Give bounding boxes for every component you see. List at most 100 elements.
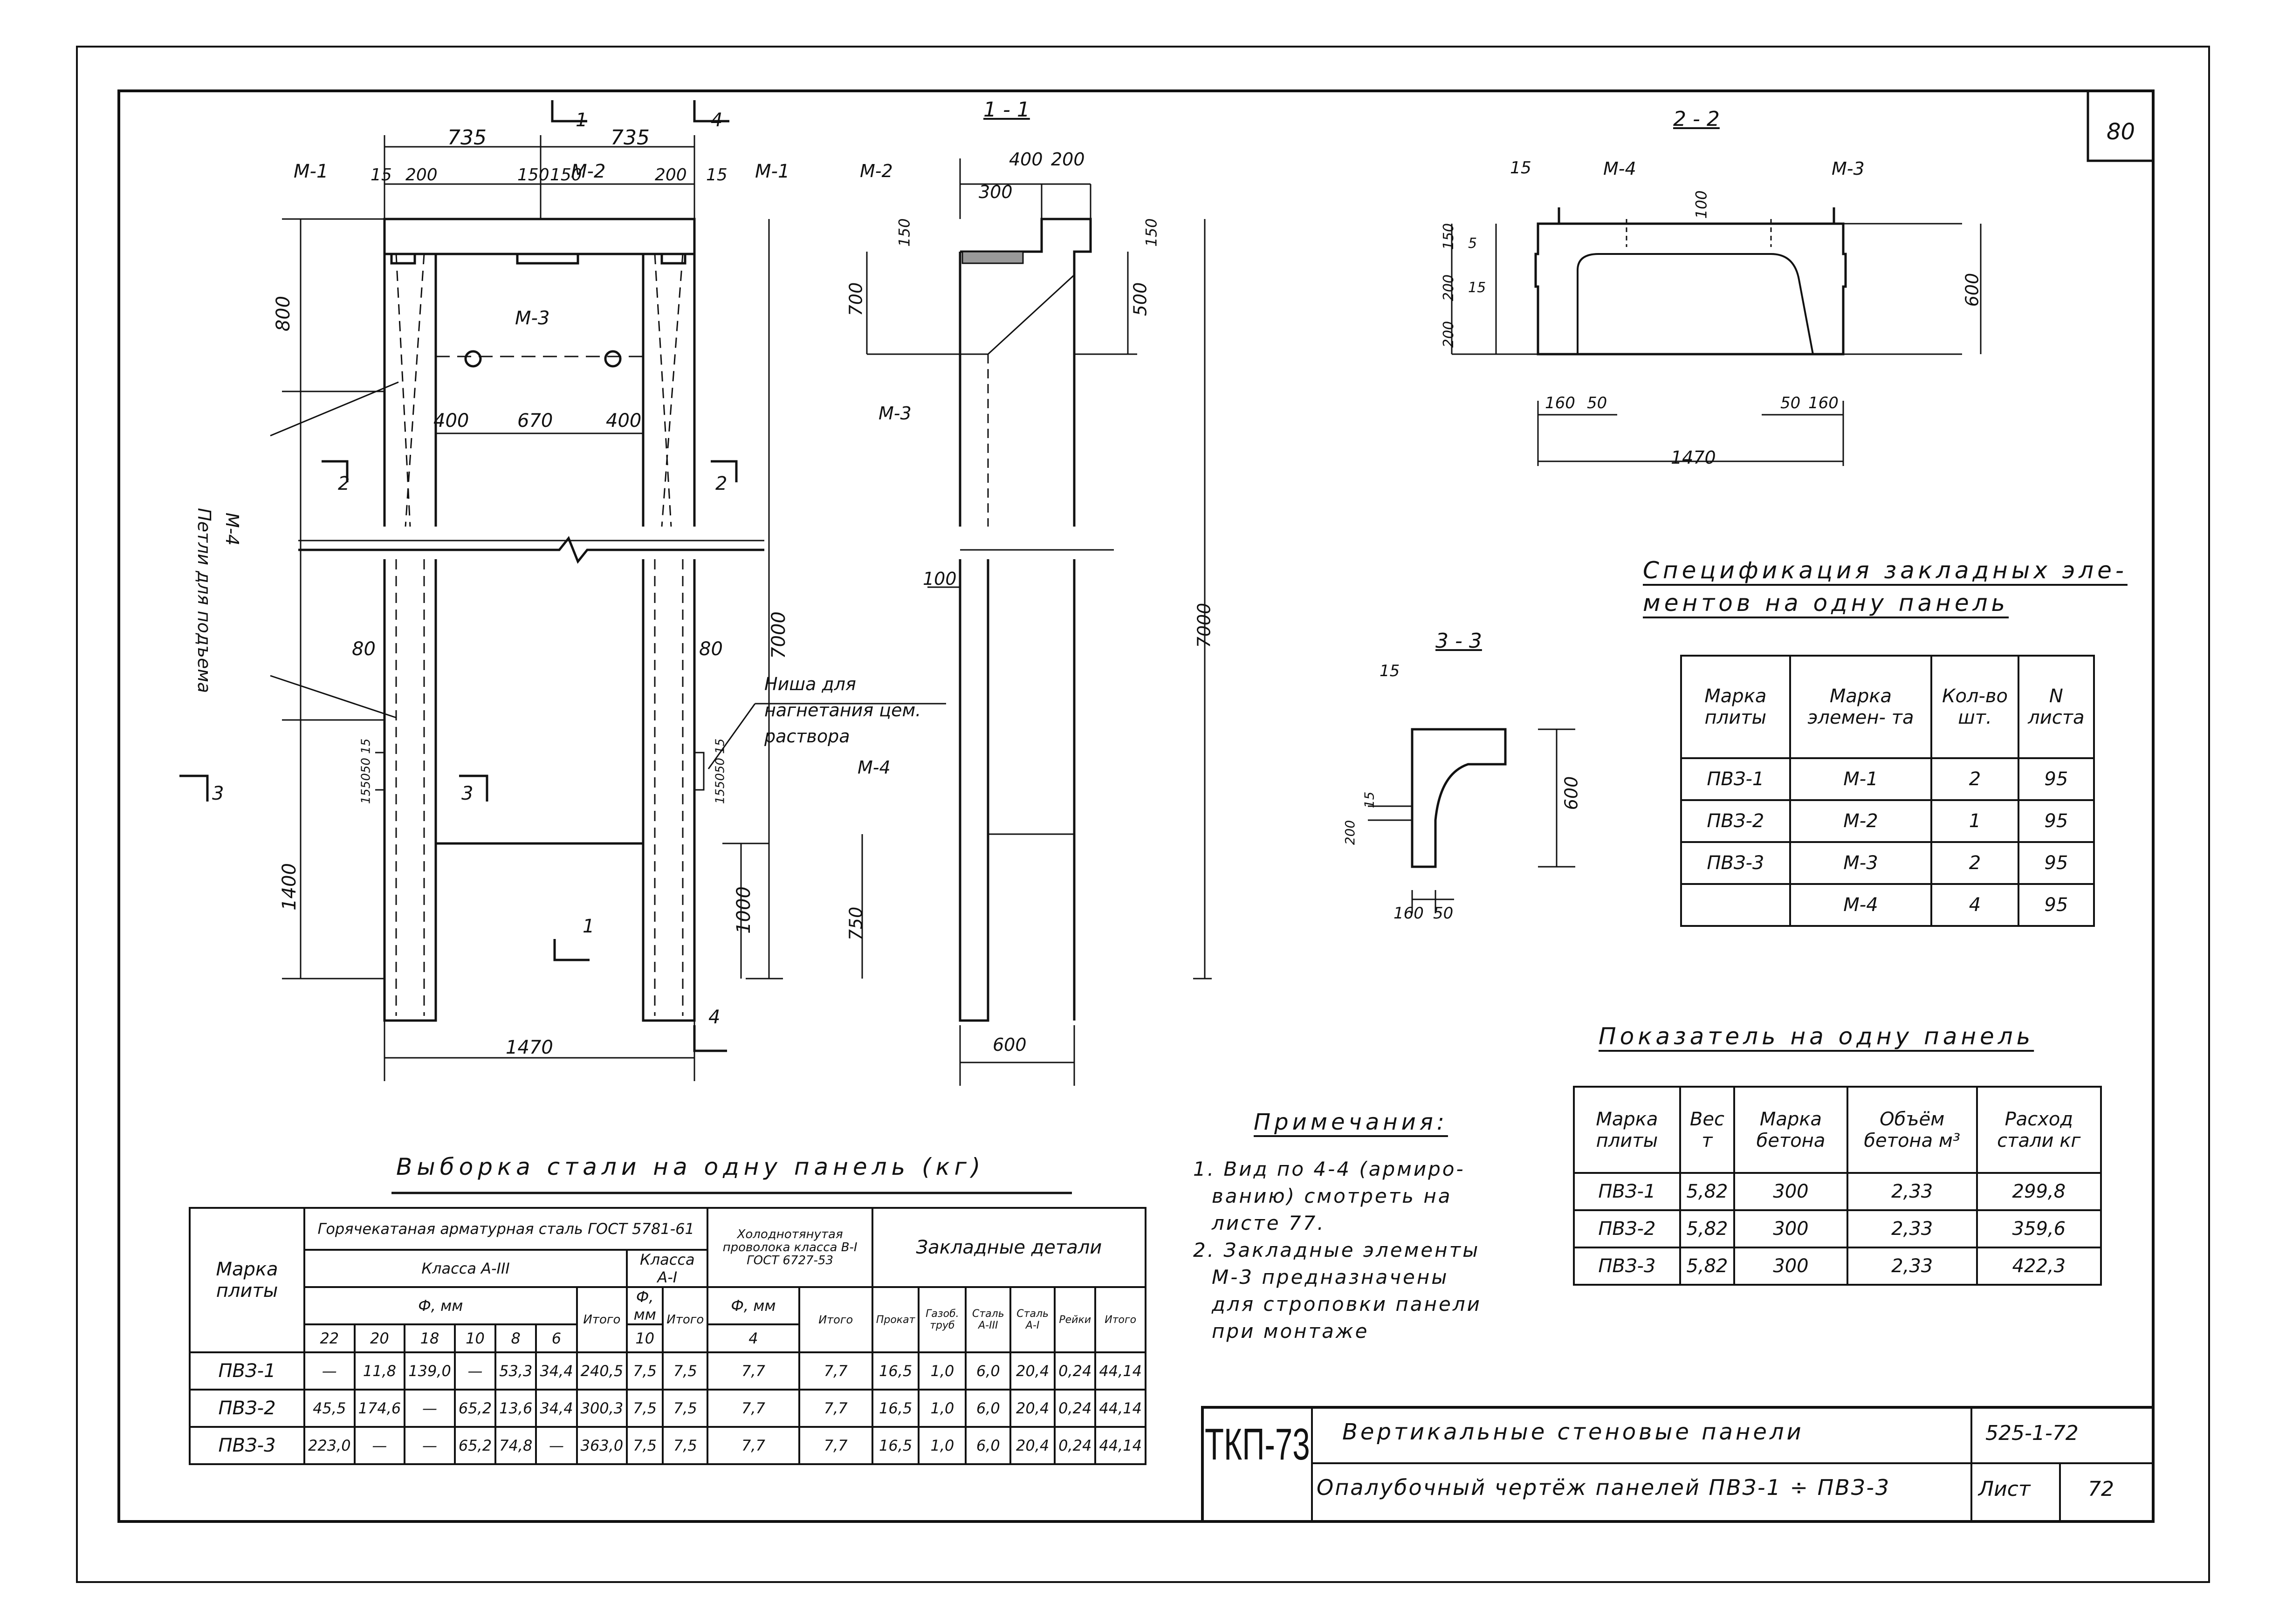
cell: 65,2 [453, 1426, 497, 1465]
ind-h-mark: Марка плиты [1573, 1086, 1681, 1174]
dim-7000: 7000 [768, 611, 789, 659]
steel-h-emb-4: Рейки [1054, 1286, 1097, 1353]
cut-2-left: 2 [338, 473, 350, 494]
cell: 300 [1733, 1247, 1848, 1286]
cell: 0,24 [1054, 1426, 1097, 1465]
steel-d-b1: 4 [707, 1323, 800, 1353]
cell: 1,0 [918, 1351, 967, 1391]
cell: 95 [2017, 883, 2095, 927]
cell: 299,8 [1976, 1172, 2102, 1211]
cell: 16,5 [871, 1426, 920, 1465]
cell: 240,5 [576, 1351, 628, 1391]
dim-800: 800 [273, 295, 295, 332]
dim-400b: 400 [606, 410, 642, 432]
stamp-code: ТКП-73 [1205, 1419, 1310, 1469]
cut-4-bottom: 4 [708, 1007, 721, 1028]
cell: 53,3 [494, 1351, 537, 1391]
cell: 44,14 [1094, 1351, 1146, 1391]
steel-d6: 6 [535, 1323, 578, 1353]
steel-h-emb-1: Газоб. труб [918, 1286, 967, 1353]
s11-dim-600: 600 [993, 1035, 1027, 1055]
dim-niche-right: 155050 15 [713, 738, 728, 804]
s33-dim-200: 200 [1342, 820, 1358, 845]
lift-loops-label: Петли для подъема [194, 508, 214, 693]
section-1-1-title: 1 - 1 [983, 98, 1030, 122]
steel-table: Марка плиты Горячекатаная арматурная ста… [189, 1207, 1147, 1465]
cell: ПВЗ-1 [1573, 1172, 1681, 1211]
s11-mark-m2: М-2 [860, 161, 893, 181]
note-line: 2. Закладные элементы [1193, 1239, 1480, 1261]
cell: 300 [1733, 1209, 1848, 1248]
cell: 34,4 [535, 1351, 578, 1391]
cell: 44,14 [1094, 1389, 1146, 1428]
cell: 0,24 [1054, 1389, 1097, 1428]
s11-dim-150b: 150 [1142, 218, 1160, 247]
steel-h-tot2: Итого [662, 1286, 709, 1353]
cell: 16,5 [871, 1389, 920, 1428]
cell: 7,7 [798, 1389, 873, 1428]
sheet-number: 80 [2107, 119, 2135, 145]
cell: 6,0 [965, 1389, 1012, 1428]
s22-dim-150: 150 [1441, 223, 1457, 250]
s22-dim-160a: 160 [1545, 394, 1575, 412]
note-line: для строповки панели [1212, 1293, 1482, 1316]
spec-h-elem: Марка элемен- та [1789, 655, 1933, 759]
stamp-sheet-no: 72 [2088, 1477, 2114, 1501]
steel-h-tot1: Итого [576, 1286, 628, 1353]
s11-dim-400: 400 [1009, 149, 1043, 170]
s11-dim-700: 700 [845, 282, 866, 316]
spec-title-line2: ментов на одну панель [1643, 589, 2009, 617]
cell: 363,0 [576, 1426, 628, 1465]
s22-dim-200a: 200 [1441, 274, 1457, 302]
dim-400a: 400 [433, 410, 469, 432]
cell: — [303, 1351, 356, 1391]
cell: 13,6 [494, 1389, 537, 1428]
dim-15a: 15 [371, 165, 392, 185]
mark-m3: М-3 [515, 308, 550, 329]
cell: ПВЗ-2 [1573, 1209, 1681, 1248]
note-line: ванию) смотреть на [1212, 1185, 1452, 1207]
steel-h-emb-2: Сталь А-III [965, 1286, 1012, 1353]
s33-dim-160: 160 [1393, 904, 1424, 923]
cell: М-2 [1789, 799, 1933, 843]
cut-1-bottom: 1 [583, 916, 595, 937]
indicators-title: Показатель на одну панель [1599, 1023, 2034, 1050]
cell: 2 [1930, 757, 2019, 801]
s11-dim-200: 200 [1051, 149, 1085, 170]
cell: 95 [2017, 799, 2095, 843]
stamp-sheet-label: Лист [1978, 1477, 2031, 1501]
cell: 7,5 [662, 1389, 709, 1428]
cell: — [453, 1351, 497, 1391]
cell: — [353, 1426, 406, 1465]
steel-d20: 20 [353, 1323, 406, 1353]
steel-d-a1: 10 [626, 1323, 664, 1353]
s22-dim-15b: 15 [1468, 280, 1486, 296]
steel-h-emb-0: Прокат [871, 1286, 920, 1353]
spec-title-line1: Спецификация закладных эле- [1643, 557, 2128, 584]
cell: ПВЗ-3 [1680, 841, 1791, 885]
cell: 139,0 [404, 1351, 456, 1391]
steel-title: Выборка стали на одну панель (кг) [396, 1153, 985, 1180]
cell: 7,5 [662, 1426, 709, 1465]
steel-h-emb-5: Итого [1094, 1286, 1146, 1353]
cut-2-right: 2 [715, 473, 728, 494]
cell: 11,8 [353, 1351, 406, 1391]
cell: 20,4 [1009, 1351, 1056, 1391]
s22-dim-50b: 50 [1780, 394, 1801, 412]
steel-h-emb: Закладные детали [871, 1207, 1147, 1288]
s11-dim-300: 300 [979, 182, 1013, 202]
dim-735-left: 735 [447, 126, 487, 150]
dim-1470: 1470 [506, 1037, 553, 1058]
cell: 6,0 [965, 1351, 1012, 1391]
cell: 5,82 [1679, 1209, 1736, 1248]
s22-dim-160b: 160 [1808, 394, 1839, 412]
section-3-3-title: 3 - 3 [1435, 629, 1482, 653]
steel-h-a1: Класса А-I [626, 1249, 709, 1288]
cell: 4 [1930, 883, 2019, 927]
s11-dim-7000: 7000 [1194, 603, 1215, 648]
